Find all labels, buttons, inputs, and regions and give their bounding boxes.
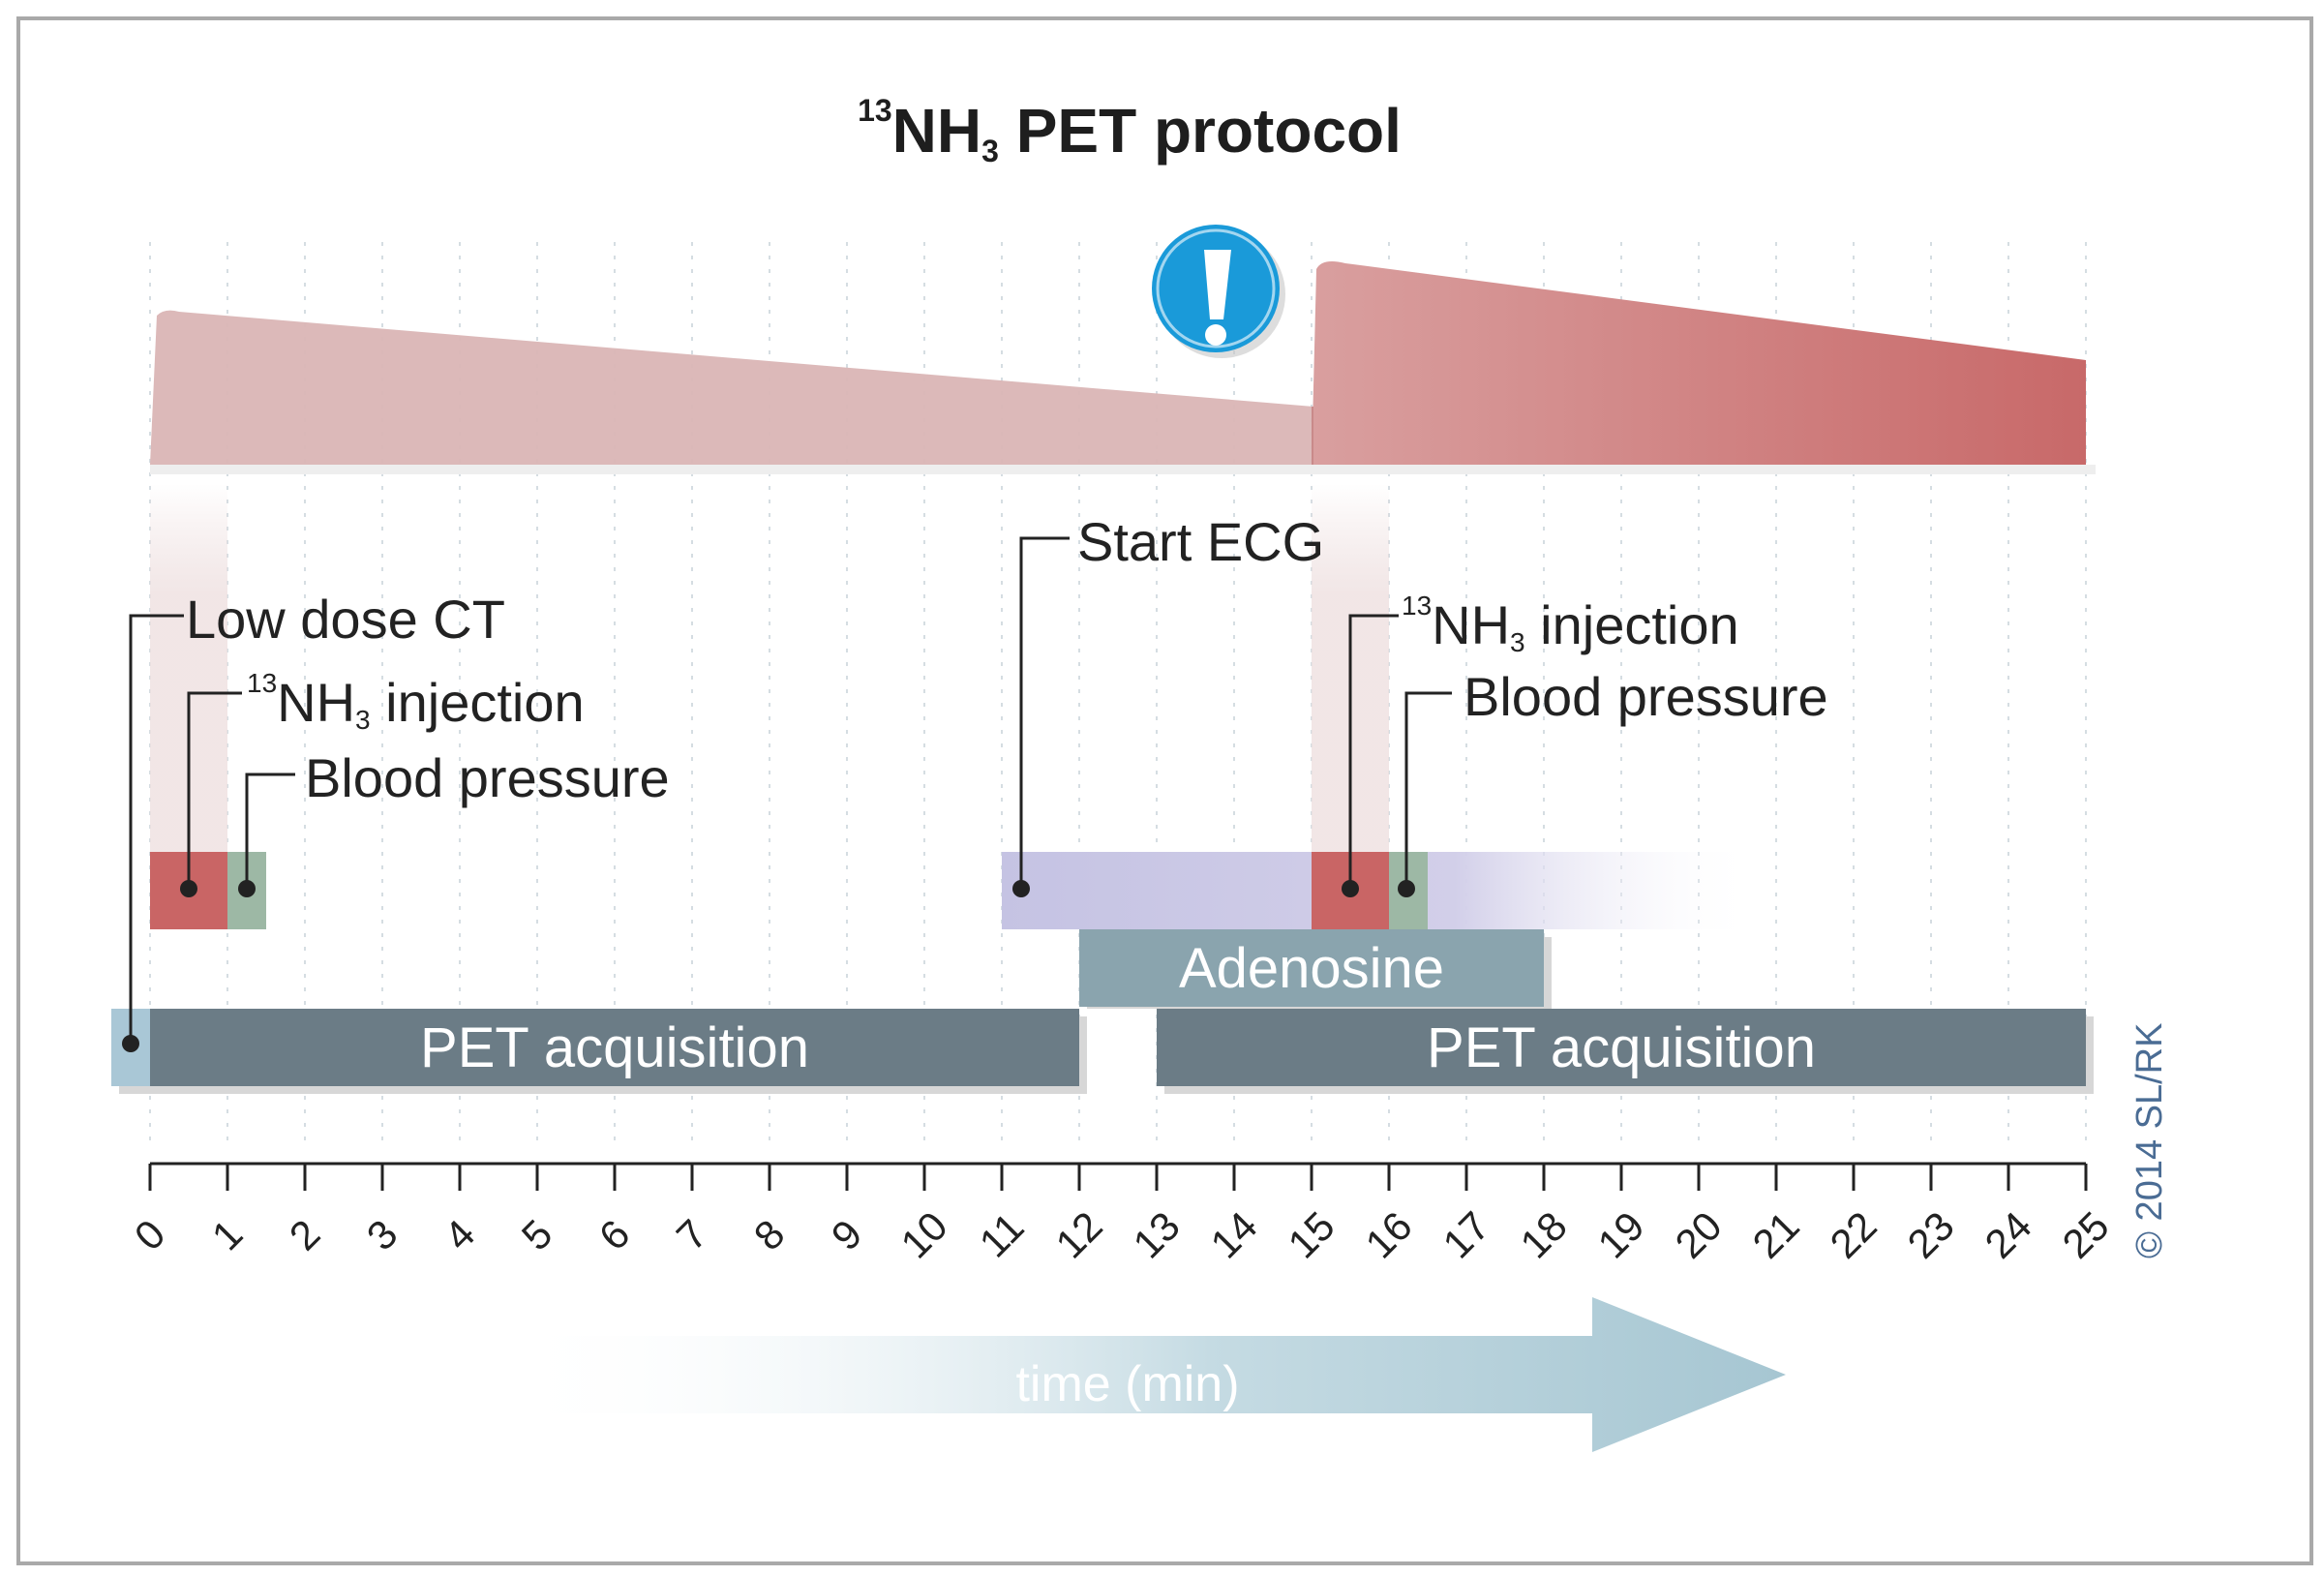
adenosine-label: Adenosine — [1178, 937, 1445, 1000]
label-injection-1-b: injection — [370, 672, 585, 733]
figure-title: 13NH3 PET protocol — [0, 93, 2259, 169]
marker-low-dose-ct — [122, 1035, 139, 1052]
leader-injection-1 — [187, 691, 242, 889]
label-injection-1-a: NH — [277, 672, 356, 733]
pet-acquisition-label-2: PET acquisition — [1427, 1016, 1816, 1079]
label-injection-2-sup: 13 — [1402, 591, 1433, 621]
label-injection-2: 13NH3 injection — [1402, 592, 1739, 656]
axis-tick-marks — [148, 1164, 2088, 1191]
label-injection-1: 13NH3 injection — [247, 670, 585, 734]
pet-bar-2 — [1157, 1009, 2086, 1086]
leader-injection-2 — [1348, 614, 1399, 889]
label-low-dose-ct: Low dose CT — [186, 589, 505, 650]
label-blood-pressure-2: Blood pressure — [1464, 666, 1828, 727]
title-subscript: 3 — [981, 134, 999, 168]
leader-start-ecg — [1019, 536, 1070, 889]
label-blood-pressure-1: Blood pressure — [305, 747, 670, 808]
label-injection-2-b: injection — [1524, 594, 1739, 655]
marker-start-ecg — [1012, 880, 1030, 897]
marker-injection-2 — [1342, 880, 1359, 897]
curve-shadow — [150, 465, 2096, 474]
adenosine-bar — [1079, 929, 1544, 1007]
marker-blood-pressure-1 — [238, 880, 256, 897]
title-superscript: 13 — [858, 93, 892, 128]
title-main-a: NH — [891, 96, 982, 166]
alert-icon — [1152, 225, 1285, 358]
label-injection-2-sub: 3 — [1510, 627, 1525, 657]
copyright-notice: © 2014 SL/RK — [2129, 1022, 2170, 1258]
pet-bar-1 — [150, 1009, 1079, 1086]
time-arrow — [503, 1297, 1786, 1452]
leader-low-dose-ct — [129, 614, 184, 1044]
activity-curve-stress — [1312, 261, 2086, 465]
pet-acquisition-label-1: PET acquisition — [420, 1016, 809, 1079]
label-injection-2-a: NH — [1432, 594, 1511, 655]
activity-curve-rest — [150, 310, 1313, 465]
label-injection-1-sub: 3 — [355, 705, 371, 735]
leader-blood-pressure-1 — [245, 773, 295, 889]
time-axis-label: time (min) — [1015, 1356, 1240, 1412]
label-injection-1-sup: 13 — [247, 668, 278, 698]
label-start-ecg: Start ECG — [1077, 511, 1325, 572]
curve-overlap-edge — [1312, 407, 1313, 465]
title-main-b: PET protocol — [998, 96, 1402, 166]
leader-blood-pressure-2 — [1404, 691, 1452, 889]
marker-injection-1 — [180, 880, 197, 897]
marker-blood-pressure-2 — [1398, 880, 1415, 897]
